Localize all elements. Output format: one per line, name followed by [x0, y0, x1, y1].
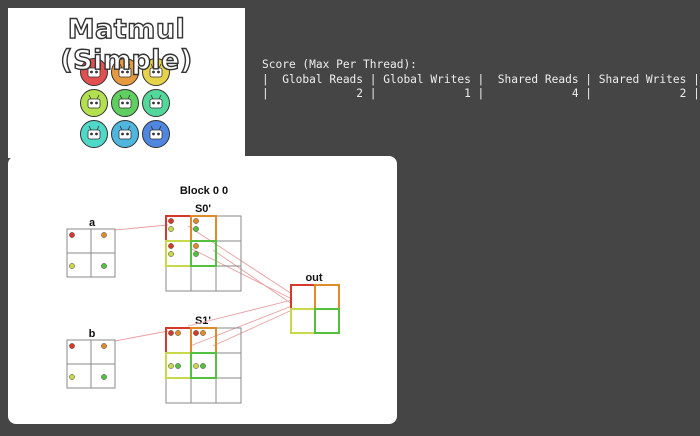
- thread-grid: [80, 58, 170, 148]
- thread-dot: [193, 218, 199, 224]
- thread-circle: [80, 120, 108, 148]
- thread-circle: [142, 120, 170, 148]
- thread-dot: [193, 330, 199, 336]
- thread-dot: [69, 343, 75, 349]
- grid-cell: [190, 377, 217, 404]
- out-label: out: [305, 272, 322, 284]
- robot-face-icon: [149, 129, 163, 140]
- grid-cell: [290, 284, 316, 310]
- grid-cell: [215, 352, 242, 379]
- matrix-b-label: b: [89, 328, 96, 340]
- thread-dot: [168, 226, 174, 232]
- diagram-panel: Block 0 0 a b S0' S1' out: [8, 156, 397, 424]
- robot-face-icon: [118, 98, 132, 109]
- block-label: Block 0 0: [180, 185, 228, 197]
- s0-cell-highlight: [190, 240, 217, 267]
- out-cell-highlight: [290, 284, 316, 310]
- score-heading: Score (Max Per Thread):: [262, 58, 417, 71]
- data-link: [114, 330, 169, 342]
- page-title: Matmul (Simple): [60, 13, 193, 76]
- thread-dot: [200, 330, 206, 336]
- data-link: [212, 309, 293, 347]
- thread-circle: [142, 58, 170, 86]
- thread-dot: [175, 330, 181, 336]
- thread-dot: [101, 232, 107, 238]
- thread-dot: [193, 251, 199, 257]
- grid-cell: [190, 265, 217, 292]
- thread-dot: [168, 251, 174, 257]
- thread-dot: [69, 263, 75, 269]
- robot-face-icon: [149, 98, 163, 109]
- data-link: [114, 224, 169, 231]
- score-table: Score (Max Per Thread): | Global Reads |…: [262, 58, 700, 102]
- grid-cell: [215, 240, 242, 267]
- data-link: [187, 299, 293, 327]
- shared-s1-label: S1': [195, 315, 211, 327]
- out-cell-highlight: [314, 284, 340, 310]
- thread-circle: [142, 89, 170, 117]
- thread-dot: [69, 232, 75, 238]
- grid-cell: [215, 377, 242, 404]
- thread-dot: [168, 363, 174, 369]
- robot-face-icon: [118, 129, 132, 140]
- grid-cell: [90, 363, 116, 389]
- thread-dot: [193, 226, 199, 232]
- thread-circle: [111, 58, 139, 86]
- thread-dot: [69, 374, 75, 380]
- thread-dot: [200, 363, 206, 369]
- robot-face-icon: [87, 67, 101, 78]
- grid-cell: [90, 252, 116, 278]
- matrix-a: [66, 228, 116, 278]
- grid-cell: [290, 308, 316, 334]
- grid-cell: [215, 265, 242, 292]
- thread-dot: [168, 243, 174, 249]
- grid-cell: [165, 265, 192, 292]
- thread-dot: [101, 374, 107, 380]
- thread-dot: [101, 263, 107, 269]
- robot-face-icon: [118, 67, 132, 78]
- thread-dot: [101, 343, 107, 349]
- out-cell-highlight: [314, 308, 340, 334]
- matmul-diagram: Block 0 0 a b S0' S1' out: [66, 185, 340, 404]
- shared-s0-label: S0': [195, 203, 211, 215]
- title-panel: Matmul (Simple): [8, 8, 245, 158]
- thread-circle: [80, 89, 108, 117]
- data-link: [189, 305, 293, 347]
- grid-cell: [215, 215, 242, 242]
- thread-dot: [175, 363, 181, 369]
- thread-dot: [168, 218, 174, 224]
- grid-cell: [314, 308, 340, 334]
- thread-dot: [193, 363, 199, 369]
- robot-face-icon: [87, 129, 101, 140]
- thread-circle: [80, 58, 108, 86]
- grid-cell: [165, 377, 192, 404]
- score-value-row: | 2 | 1 | 4 | 2 |: [262, 87, 700, 100]
- score-header-row: | Global Reads | Global Writes | Shared …: [262, 72, 700, 86]
- robot-face-icon: [149, 67, 163, 78]
- thread-circle: [111, 89, 139, 117]
- data-link: [187, 225, 293, 295]
- s1-cell-highlight: [190, 352, 217, 379]
- robot-face-icon: [87, 98, 101, 109]
- matrix-a-label: a: [89, 217, 96, 229]
- out-cell-highlight: [290, 308, 316, 334]
- thread-dot: [168, 330, 174, 336]
- data-link: [212, 249, 293, 305]
- grid-cell: [314, 284, 340, 310]
- grid-cell: [215, 327, 242, 354]
- matrix-b: [66, 339, 116, 389]
- thread-dot: [193, 243, 199, 249]
- thread-circle: [111, 120, 139, 148]
